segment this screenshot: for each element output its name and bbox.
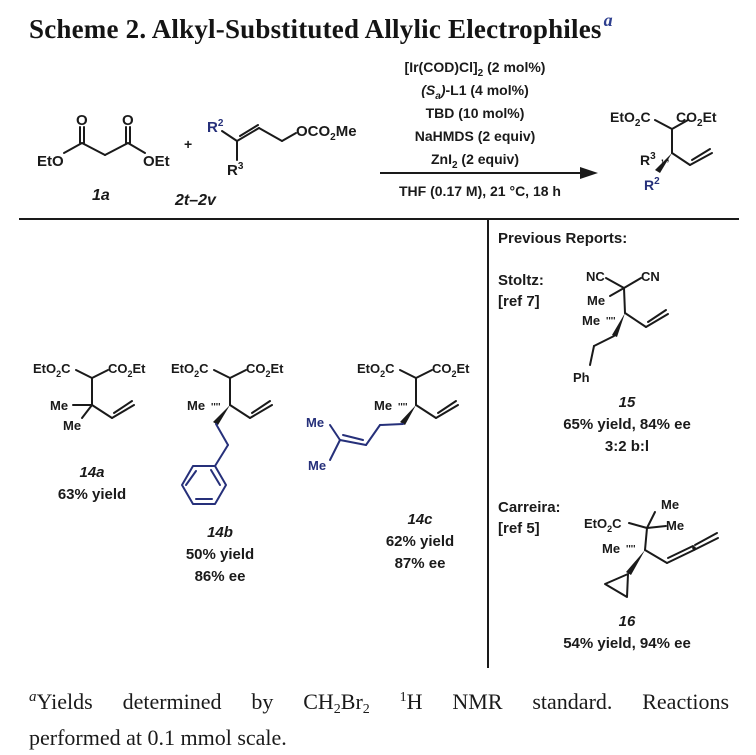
- product-14b: EtO2C CO2Et Me '''' 14b 50% yield 86% ee: [171, 361, 284, 585]
- svg-text:, ,: , ,: [661, 153, 670, 164]
- svg-text:Me: Me: [582, 313, 600, 328]
- plus-sign: +: [184, 136, 192, 152]
- svg-text:CO2Et: CO2Et: [432, 361, 470, 379]
- scheme-title: Scheme 2. Alkyl-Substituted Allylic Elec…: [29, 10, 613, 45]
- svg-text:Me: Me: [374, 398, 392, 413]
- svg-text:NC: NC: [586, 269, 605, 284]
- svg-text:'''': '''': [211, 402, 221, 413]
- product-14a: EtO2C CO2Et Me Me 14a 63% yield: [33, 361, 146, 503]
- result-15: 65% yield, 84% ee: [563, 416, 691, 433]
- report-stoltz: Stoltz: [ref 7] NC CN Me Me '''' Ph 15 6…: [498, 269, 691, 455]
- svg-text:EtO2C: EtO2C: [33, 361, 71, 379]
- svg-text:Ph: Ph: [573, 370, 590, 385]
- ratio-15: 3:2 b:l: [605, 438, 649, 455]
- condition-tbd: TBD (10 mol%): [426, 105, 525, 121]
- reactant-2-structure: R2 R3 OCO2Me 2t–2v: [174, 118, 357, 209]
- svg-text:Me: Me: [666, 518, 684, 533]
- condition-solvent: THF (0.17 M), 21 °C, 18 h: [399, 183, 561, 199]
- condition-additive: ZnI2 (2 equiv): [431, 151, 519, 171]
- footnote-line-1: aYields determined by CH2Br2 1H NMR stan…: [29, 689, 730, 717]
- reaction-conditions: [Ir(COD)Cl]2 (2 mol%) (Sa)-L1 (4 mol%) T…: [380, 59, 598, 199]
- compound-label-1a: 1a: [92, 187, 110, 204]
- compound-label-2: 2t–2v: [174, 192, 217, 209]
- ee-14c: 87% ee: [395, 555, 446, 572]
- svg-text:Me: Me: [587, 293, 605, 308]
- scheme-title-text: Scheme 2. Alkyl-Substituted Allylic Elec…: [29, 14, 602, 44]
- co2et-label: CO2Et: [676, 109, 717, 129]
- svg-text:EtO2C: EtO2C: [584, 516, 622, 534]
- svg-text:'''': '''': [606, 316, 616, 327]
- product-14c: EtO2C CO2Et Me '''' Me Me 14c 62% yield …: [306, 361, 470, 572]
- condition-ligand: (Sa)-L1 (4 mol%): [421, 82, 528, 102]
- compound-label-16: 16: [619, 613, 636, 630]
- svg-text:Me: Me: [50, 398, 68, 413]
- condition-catalyst: [Ir(COD)Cl]2 (2 mol%): [405, 59, 546, 79]
- reaction-arrow-head: [580, 167, 598, 179]
- compound-label-15: 15: [619, 394, 636, 411]
- footnote-line-2: performed at 0.1 mmol scale.: [29, 725, 287, 750]
- svg-text:Me: Me: [187, 398, 205, 413]
- reactant-1a-structure: O O EtO OEt 1a: [37, 112, 170, 204]
- compound-label-14a: 14a: [79, 464, 104, 481]
- previous-reports-heading: Previous Reports:: [498, 230, 627, 247]
- ref-stoltz: [ref 7]: [498, 293, 540, 310]
- oxygen-label: O: [122, 112, 134, 129]
- phenyl-ring: [181, 465, 227, 505]
- condition-base: NaHMDS (2 equiv): [415, 128, 536, 144]
- report-carreira: Carreira: [ref 5] EtO2C Me Me Me '''' 16…: [498, 497, 719, 652]
- svg-text:CO2Et: CO2Et: [108, 361, 146, 379]
- compound-label-14c: 14c: [407, 511, 433, 528]
- oxygen-label: O: [76, 112, 88, 129]
- r3-label: R3: [227, 161, 244, 179]
- eto2c-label: EtO2C: [610, 109, 651, 129]
- ococ2me-label: OCO2Me: [296, 123, 357, 143]
- author-carreira: Carreira:: [498, 499, 561, 516]
- svg-text:Me: Me: [308, 458, 326, 473]
- eto-label: EtO: [37, 153, 64, 170]
- ee-14b: 86% ee: [195, 568, 246, 585]
- svg-text:Me: Me: [661, 497, 679, 512]
- svg-text:CN: CN: [641, 269, 660, 284]
- yield-14c: 62% yield: [386, 533, 454, 550]
- compound-label-14b: 14b: [207, 524, 233, 541]
- footnote: aYields determined by CH2Br2 1H NMR stan…: [29, 683, 729, 752]
- yield-14b: 50% yield: [186, 546, 254, 563]
- r2-label: R2: [207, 118, 224, 136]
- footnote-marker: a: [603, 10, 613, 30]
- product-r2-label: R2: [644, 176, 660, 193]
- author-stoltz: Stoltz:: [498, 272, 544, 289]
- svg-text:EtO2C: EtO2C: [171, 361, 209, 379]
- yield-14a: 63% yield: [58, 486, 126, 503]
- svg-text:'''': '''': [398, 402, 408, 413]
- svg-text:EtO2C: EtO2C: [357, 361, 395, 379]
- oet-label: OEt: [143, 153, 170, 170]
- svg-text:'''': '''': [626, 544, 636, 555]
- result-16: 54% yield, 94% ee: [563, 635, 691, 652]
- svg-text:Me: Me: [63, 418, 81, 433]
- product-structure: EtO2C CO2Et R3 , , R2: [610, 109, 717, 193]
- svg-text:Me: Me: [602, 541, 620, 556]
- svg-text:CO2Et: CO2Et: [246, 361, 284, 379]
- product-r3-label: R3: [640, 151, 656, 168]
- svg-text:Me: Me: [306, 415, 324, 430]
- reaction-scheme: O O EtO OEt 1a + R2 R3 OCO2Me 2t–2v [Ir(…: [19, 59, 739, 668]
- ref-carreira: [ref 5]: [498, 520, 540, 537]
